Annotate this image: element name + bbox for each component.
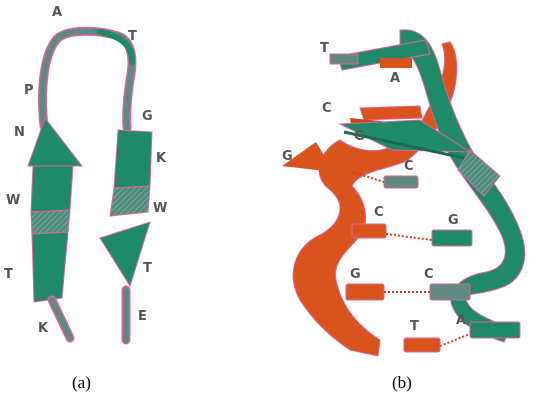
- right-strand-arrowhead: [99, 221, 151, 288]
- hydrogen-bond: [439, 333, 471, 347]
- orange-backbone-ribbon: [292, 41, 458, 357]
- residue-label-e: E: [138, 309, 147, 324]
- residue-label-a: A: [52, 5, 62, 20]
- base-label-g: G: [282, 149, 293, 164]
- base-label-c: C: [322, 101, 332, 116]
- residue-label-t: T: [143, 261, 152, 276]
- residue-label-k: K: [156, 151, 167, 166]
- green-hatched-segment: [457, 149, 501, 197]
- panel-a-caption: (a): [72, 373, 91, 392]
- hydrogen-bond: [351, 171, 385, 183]
- orange-top-flap: [359, 105, 423, 121]
- base-label-t: T: [410, 319, 419, 334]
- right-strand-body-top: [113, 129, 153, 189]
- panel-a-hairpin: A T P G N K W W T T K E (a): [4, 5, 167, 392]
- base-block-t-top: [329, 53, 359, 65]
- base-label-g: G: [350, 267, 361, 282]
- base-block-c: [383, 175, 419, 189]
- residue-label-k: K: [38, 321, 49, 336]
- left-strand-tail-core: [49, 297, 73, 341]
- left-strand-body-top: [30, 165, 74, 213]
- base-block-c-mid: [351, 223, 387, 239]
- base-label-a: A: [456, 313, 466, 328]
- base-block-t-bottom: [403, 337, 441, 353]
- base-label-g: G: [354, 129, 365, 144]
- residue-label-w: W: [6, 193, 20, 208]
- right-strand-hatched-segment: [109, 185, 151, 217]
- hairpin-loop-tube: [38, 26, 137, 133]
- residue-label-t: T: [128, 29, 137, 44]
- residue-label-t: T: [4, 267, 13, 282]
- base-block-g-low: [345, 283, 385, 301]
- left-strand-body-bottom: [31, 231, 69, 303]
- hairpin-loop-green: [97, 29, 135, 65]
- residue-label-w: W: [153, 201, 167, 216]
- residue-label-g: G: [142, 109, 153, 124]
- base-label-g: G: [448, 213, 459, 228]
- base-label-c: C: [424, 267, 434, 282]
- base-block-c-low: [429, 283, 471, 301]
- base-label-c: C: [374, 205, 384, 220]
- residue-label-p: P: [24, 83, 34, 98]
- panel-b-caption: (b): [392, 373, 412, 392]
- base-block-a-top: [380, 58, 412, 68]
- base-block-g-mid: [431, 229, 473, 247]
- base-label-a: A: [390, 71, 400, 86]
- green-mid-slab: [338, 119, 472, 153]
- green-mid-slab-edge: [343, 130, 465, 160]
- base-block-a-bottom: [469, 321, 521, 339]
- hydrogen-bond: [385, 233, 433, 241]
- left-strand-arrowhead: [27, 116, 84, 167]
- orange-arrow-tip: [282, 142, 334, 172]
- green-top-slab: [337, 39, 431, 71]
- residue-label-n: N: [14, 125, 25, 140]
- panel-b-duplex: T A C G G C C G G C T A (b): [282, 29, 526, 392]
- base-label-t: T: [320, 41, 329, 56]
- left-strand-hatched-segment: [30, 209, 71, 235]
- base-label-c: C: [404, 159, 414, 174]
